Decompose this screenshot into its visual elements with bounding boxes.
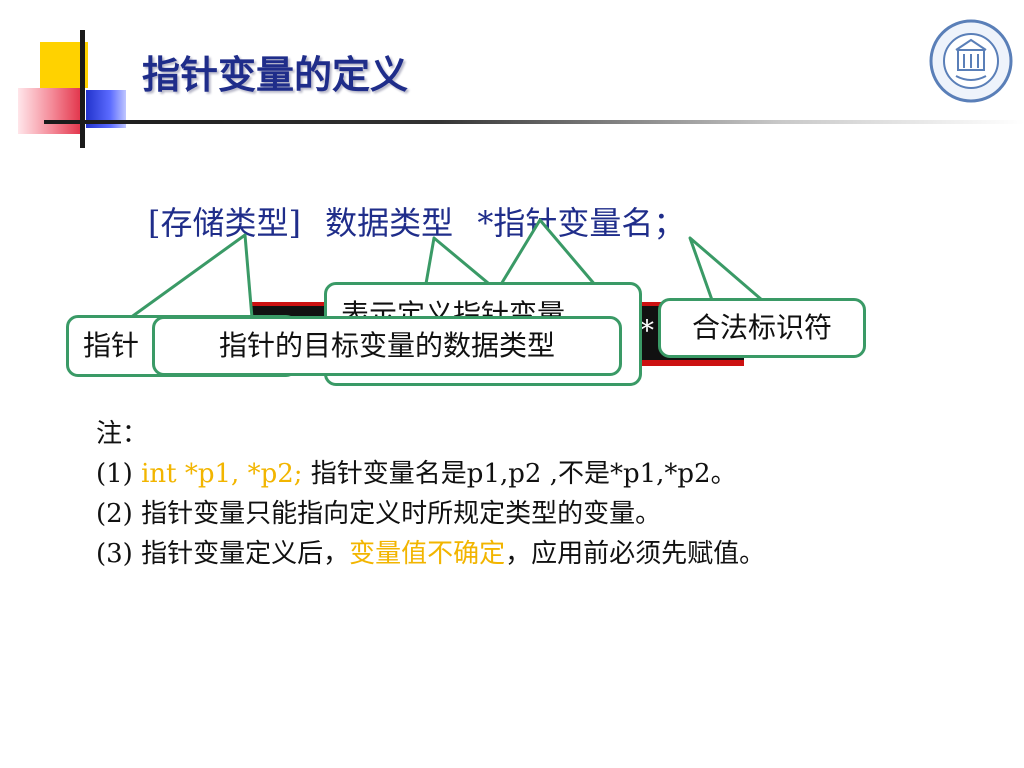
note-3-suffix: ，应用前必须先赋值。 — [505, 539, 766, 569]
syntax-storage-type: [存储类型] — [148, 204, 301, 242]
decor-pink-square — [18, 88, 80, 134]
syntax-pointer-name: *指针变量名； — [477, 204, 686, 242]
callout-target-data-type-text: 指针的目标变量的数据类型 — [218, 329, 555, 362]
notes-section: 注： (1) int *p1, *p2; 指针变量名是p1,p2 ,不是*p1,… — [96, 414, 765, 574]
pointer-identifier — [688, 236, 764, 302]
callout-storage-text: 指针 — [83, 329, 140, 362]
note-3-highlight: 变量值不确定 — [349, 539, 506, 569]
note-item-2: (2) 指针变量只能指向定义时所规定类型的变量。 — [96, 499, 662, 529]
decor-vertical-line — [80, 30, 85, 148]
callout-identifier: 合法标识符 — [658, 298, 866, 358]
slide-title: 指针变量的定义 — [142, 53, 409, 97]
note-item-3: (3) 指针变量定义后，变量值不确定，应用前必须先赋值。 — [96, 534, 765, 574]
note-1-prefix: (1) — [96, 459, 142, 489]
definition-syntax: [存储类型] 数据类型 *指针变量名； — [148, 198, 699, 244]
stripe-star-glyph: * — [640, 314, 654, 347]
notes-heading: 注： — [96, 419, 149, 449]
university-seal-icon — [929, 19, 1013, 103]
note-item-1: (1) int *p1, *p2; 指针变量名是p1,p2 ,不是*p1,*p2… — [96, 454, 765, 494]
note-3-prefix: (3) 指针变量定义后， — [96, 539, 350, 569]
syntax-data-type: 数据类型 — [325, 204, 454, 242]
note-1-code: int *p1, *p2; — [141, 459, 303, 489]
pointer-storage — [128, 233, 254, 320]
callout-target-data-type: 指针的目标变量的数据类型 — [152, 316, 622, 376]
note-1-text: 指针变量名是p1,p2 ,不是*p1,*p2。 — [302, 459, 737, 489]
title-underline — [44, 120, 1024, 124]
callout-identifier-text: 合法标识符 — [691, 311, 832, 344]
